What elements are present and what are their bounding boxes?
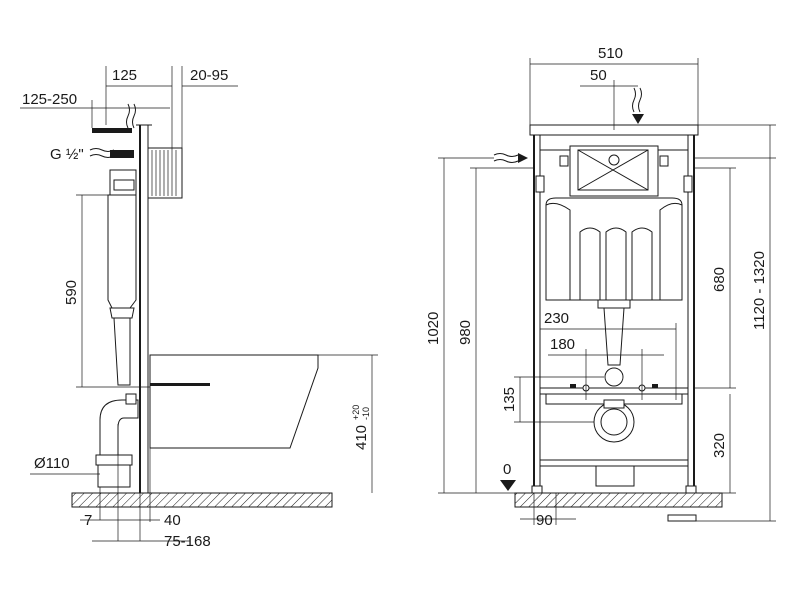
- dim-125-250-label: 125-250: [22, 91, 77, 108]
- dim-680-label: 680: [711, 267, 728, 292]
- dim-510-label: 510: [598, 45, 623, 62]
- dim-75-168-label: 75-168: [164, 533, 211, 550]
- dim-230-label: 230: [544, 310, 569, 327]
- side-water-inlet: [92, 128, 132, 133]
- dim-90-label: 90: [536, 512, 553, 529]
- front-inlet-circle: [604, 367, 624, 387]
- front-floor-hatch: [514, 492, 723, 508]
- dim-590-label: 590: [63, 280, 80, 305]
- dim-7-label: 7: [84, 512, 92, 529]
- side-floor-hatch: [71, 492, 333, 508]
- side-view: 125 20-95 125-250 G ½" 590 Ø110 7 40 75-…: [20, 66, 378, 550]
- side-wc-bowl: [149, 354, 319, 449]
- front-drain: [570, 384, 658, 487]
- front-view: 510 50 1020 980 680 1120 - 1320 230: [425, 45, 776, 529]
- dim-20-95-label: 20-95: [190, 67, 228, 84]
- side-drain-elbow: [99, 399, 139, 456]
- dia-110-label: Ø110: [34, 455, 70, 472]
- dim-50-label: 50: [590, 67, 607, 84]
- side-flush-box: [147, 147, 183, 199]
- dim-1020-label: 1020: [425, 312, 442, 345]
- dim-40-label: 40: [164, 512, 181, 529]
- dim-135-label: 135: [501, 387, 518, 412]
- dim-980-label: 980: [457, 320, 474, 345]
- dim-125-label: 125: [112, 67, 137, 84]
- pipe-thread-label: G ½": [50, 146, 84, 163]
- dim-320-label: 320: [711, 433, 728, 458]
- dim-1120-1320-label: 1120 - 1320: [751, 251, 768, 330]
- dim-410-tol-plus: +20: [351, 405, 361, 420]
- dim-180-label: 180: [550, 336, 575, 353]
- dim-410-tol-minus: -10: [361, 407, 371, 420]
- side-cistern: [107, 194, 137, 309]
- front-flush-window: [559, 145, 669, 197]
- dim-410-label: 410: [353, 425, 370, 450]
- front-cistern: [545, 197, 683, 366]
- dim-0-label: 0: [503, 461, 511, 478]
